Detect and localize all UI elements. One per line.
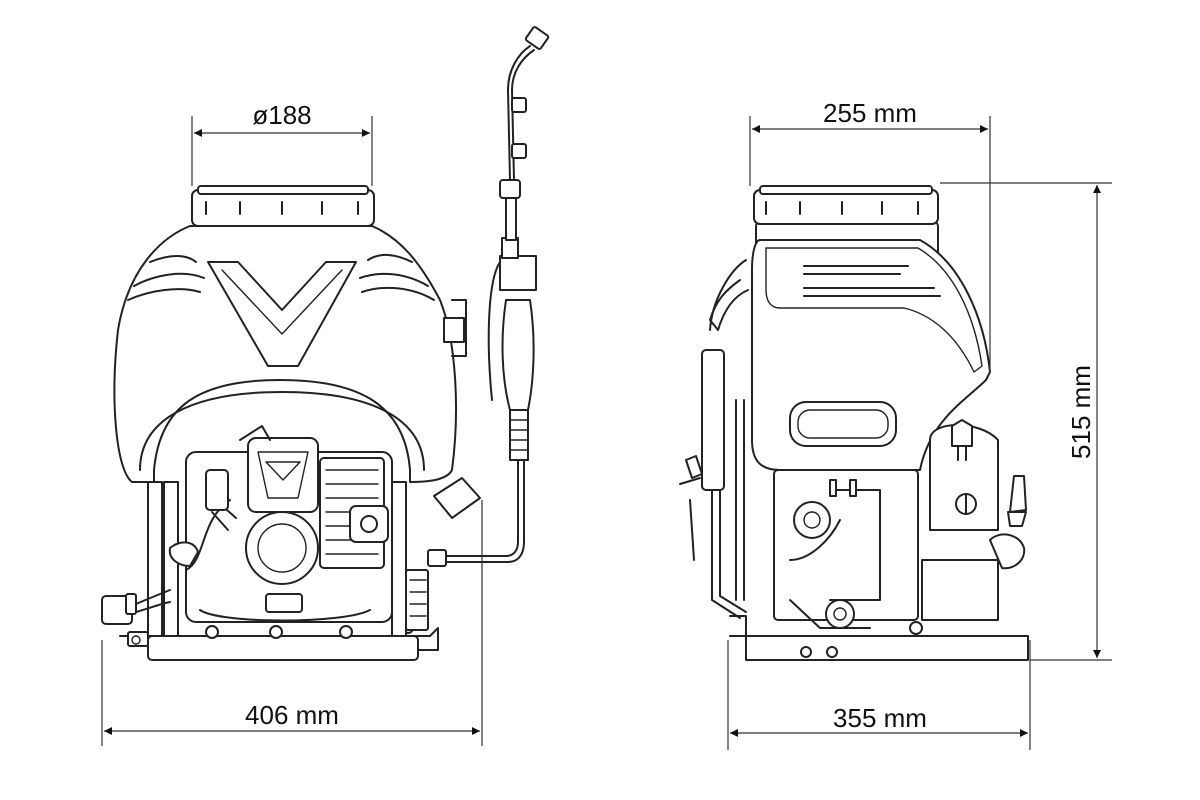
side-harness [679,259,749,619]
dimension-label-height: 515 mm [1066,365,1096,459]
front-primer [101,589,171,625]
front-view [101,26,550,661]
side-tank-cap [753,185,939,225]
dimension-label-tank-diameter: ø188 [252,100,311,130]
front-spray-lance [427,26,550,567]
dimension-label-side-top-width: 255 mm [823,98,917,128]
front-engine [168,425,393,623]
front-tank-cap [191,185,375,227]
side-tank-body [751,221,991,471]
dimension-label-front-width: 406 mm [245,700,339,730]
dimension-height: 515 mm [940,182,1112,661]
side-view [679,185,1029,661]
front-tank-body [113,225,467,483]
side-engine [773,469,919,629]
dimension-front-width: 406 mm [101,500,483,746]
side-base-plate [729,615,1029,661]
dimension-label-side-base-width: 355 mm [833,703,927,733]
dimension-side-top-width: 255 mm [749,98,991,372]
front-base-plate [119,622,439,661]
dimension-tank-diameter: ø188 [191,100,373,186]
dimension-side-base-width: 355 mm [727,640,1031,750]
side-fuel-tank [921,419,1027,621]
